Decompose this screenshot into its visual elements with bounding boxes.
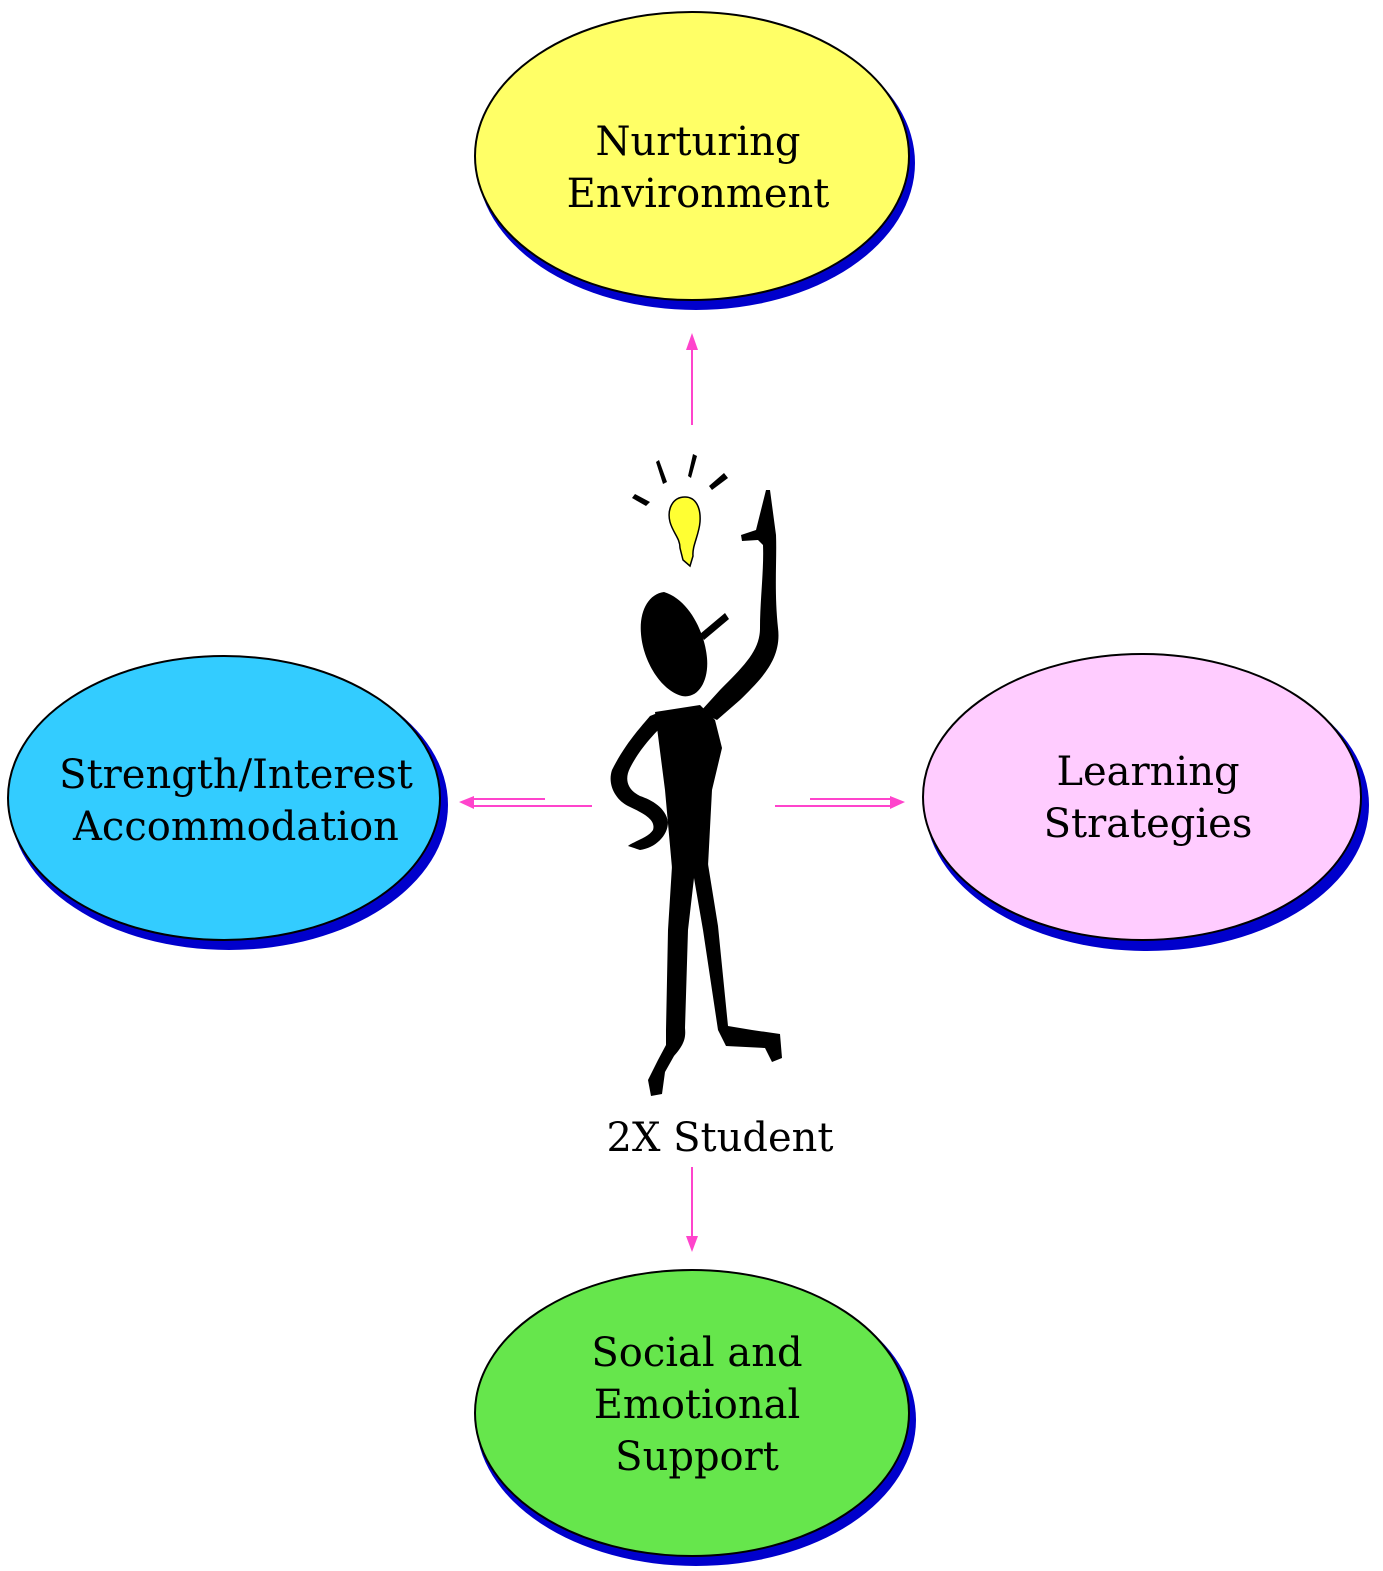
node-left-label: Strength/Interest Accommodation	[59, 752, 413, 850]
figure-left-arm	[610, 712, 668, 850]
node-bottom	[474, 1269, 916, 1566]
figure-head	[640, 592, 708, 697]
node-right-label: Learning Strategies	[1043, 749, 1253, 847]
figure-hat-brim	[700, 613, 729, 640]
node-top	[474, 11, 915, 310]
node-left-ellipse	[7, 655, 441, 941]
figure-legs	[648, 864, 782, 1096]
bulb-body	[668, 496, 701, 568]
figure-torso	[655, 705, 722, 868]
arrow-right-head	[890, 796, 905, 809]
arrow-right	[775, 796, 905, 809]
figure-raised-arm	[700, 490, 779, 720]
bulb-ray-3	[688, 454, 697, 478]
student-figure-icon	[610, 490, 782, 1096]
arrow-up-head	[686, 333, 698, 350]
bulb-ray-1	[632, 494, 650, 506]
node-right	[922, 653, 1369, 951]
arrow-up	[686, 333, 698, 425]
node-right-ellipse	[922, 653, 1362, 941]
bulb-ray-4	[709, 473, 728, 490]
node-top-label: Nurturing Environment	[566, 119, 830, 217]
center-label: 2X Student	[606, 1115, 834, 1161]
node-top-ellipse	[474, 11, 910, 301]
arrow-down	[686, 1167, 698, 1252]
node-left	[7, 655, 448, 950]
arrow-left-head	[459, 796, 474, 809]
node-bottom-ellipse	[474, 1269, 910, 1557]
arrow-left	[459, 796, 592, 809]
arrow-down-head	[686, 1236, 698, 1252]
bulb-ray-2	[656, 460, 667, 484]
node-bottom-label: Social and Emotional Support	[591, 1330, 803, 1480]
lightbulb-icon	[632, 454, 728, 568]
